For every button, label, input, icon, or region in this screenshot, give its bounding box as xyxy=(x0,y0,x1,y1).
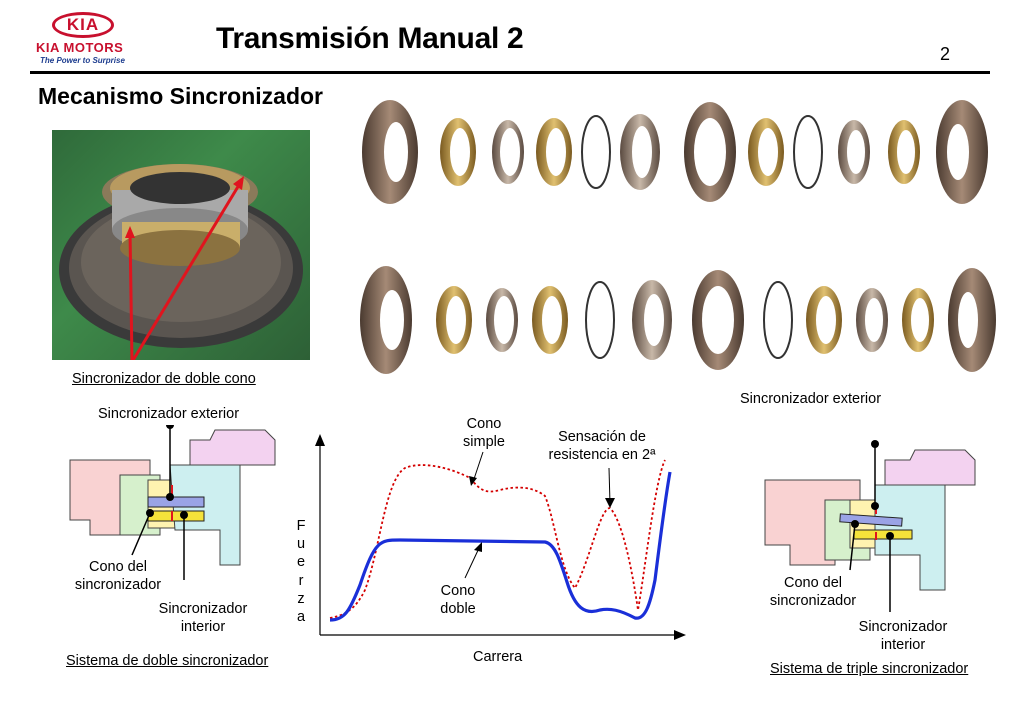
resistance-annotation: Sensación de resistencia en 2ª xyxy=(548,429,656,463)
left-outer-synchronizer-label: Sincronizador exterior xyxy=(98,406,240,422)
right-inner-synchronizer-label: Sincronizador interior xyxy=(858,619,948,653)
force-stroke-chart xyxy=(315,434,686,640)
header-divider xyxy=(30,71,990,74)
left-caption: Sistema de doble sincronizador xyxy=(66,653,269,669)
right-caption: Sistema de triple sincronizador xyxy=(770,661,969,677)
exploded-parts-image xyxy=(358,90,1000,390)
photo-caption: Sincronizador de doble cono xyxy=(72,371,256,387)
kia-logo-mark: KIA xyxy=(52,12,114,38)
left-inner-synchronizer-label: Sincronizador interior xyxy=(158,601,248,635)
single-cone-annotation: Cono simple xyxy=(463,416,505,450)
y-axis-label: F u e r z a xyxy=(296,518,306,626)
section-title: Mecanismo Sincronizador xyxy=(38,83,324,109)
right-synchronizer-section xyxy=(764,440,976,612)
page-number: 2 xyxy=(940,44,951,64)
synchronizer-photo xyxy=(52,130,310,363)
series-double-cone-line xyxy=(329,471,672,622)
x-axis-label: Carrera xyxy=(473,649,523,665)
chart-axes xyxy=(315,434,686,640)
series-single-cone-line xyxy=(329,459,666,619)
right-cone-label: Cono del sincronizador xyxy=(769,575,857,609)
right-outer-synchronizer-label: Sincronizador exterior xyxy=(740,391,882,407)
double-cone-annotation: Cono doble xyxy=(440,583,476,617)
kia-motors-text: KIA MOTORS xyxy=(36,40,124,55)
kia-logo: KIA KIA MOTORS The Power to Surprise xyxy=(30,10,130,68)
left-cone-label: Cono del sincronizador xyxy=(74,559,162,593)
page-title: Transmisión Manual 2 xyxy=(216,22,524,55)
left-synchronizer-section xyxy=(69,425,276,580)
kia-tagline: The Power to Surprise xyxy=(40,56,125,65)
